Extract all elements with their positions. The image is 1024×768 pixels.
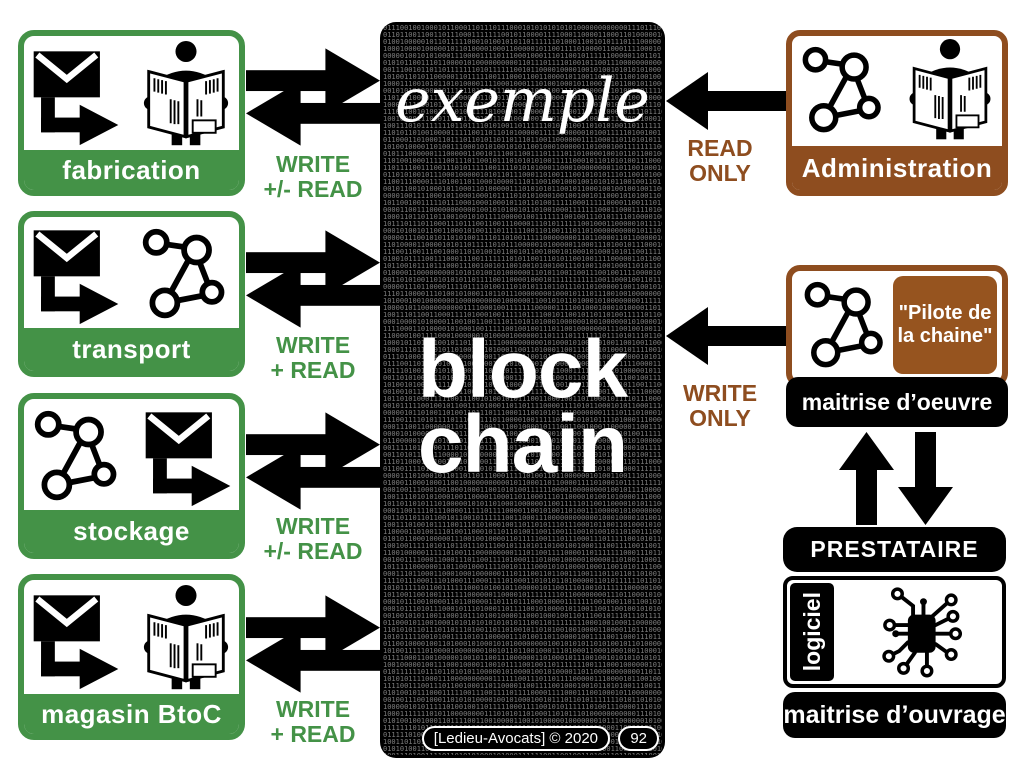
main-title-line1: block [417, 324, 628, 415]
send-message-icon [30, 42, 122, 149]
node-stockage: stockage [18, 393, 245, 559]
node-transport-icons [24, 217, 239, 328]
network-icon [798, 45, 890, 137]
node-administration-label: Administration [801, 152, 993, 183]
access-line1: WRITE [275, 513, 351, 539]
chip-icon [881, 587, 962, 678]
node-stockage-icons [24, 399, 239, 510]
access-line1: READ [687, 135, 753, 161]
access-label-administration: READ ONLY [664, 136, 776, 186]
both-ways-arrow [246, 595, 380, 693]
node-administration-band: Administration [792, 146, 1002, 190]
node-transport-label: transport [72, 334, 191, 364]
send-message-icon [142, 403, 234, 510]
ouvrage-label-pill: maitrise d’ouvrage [783, 692, 1006, 738]
access-line1: WRITE [275, 696, 351, 722]
moe-label-pill: maitrise d’oeuvre [786, 377, 1008, 427]
node-fabrication-label: fabrication [62, 154, 201, 185]
node-magasin-icons [24, 580, 239, 694]
logiciel-side-band: logiciel [790, 583, 834, 681]
column-main-title: block chain [380, 324, 665, 491]
both-ways-arrow [246, 412, 380, 510]
node-stockage-label: stockage [73, 516, 190, 546]
logiciel-box: logiciel [783, 576, 1006, 688]
node-magasin-label: magasin BtoC [41, 698, 222, 729]
access-line2: + READ [270, 720, 356, 747]
send-message-icon [30, 586, 122, 693]
logiciel-label: logiciel [798, 592, 825, 672]
access-label-moe: WRITE ONLY [664, 381, 776, 431]
page-number-pill: 92 [618, 726, 659, 751]
network-icon [138, 227, 234, 323]
credit-pill: [Ledieu-Avocats] © 2020 [421, 726, 610, 751]
node-transport: transport [18, 211, 245, 377]
node-transport-band: transport [24, 328, 239, 371]
read-only-arrow [666, 72, 786, 130]
write-only-arrow [666, 307, 786, 365]
access-line2: ONLY [689, 159, 751, 186]
pilote-badge: "Pilote de la chaine" [893, 276, 997, 374]
node-magasin-band: magasin BtoC [24, 694, 239, 734]
chip-wrap [837, 580, 1002, 684]
network-icon [800, 280, 892, 372]
binary-texture: 0111001001000101100011011101110001010101… [383, 25, 662, 755]
both-ways-arrow [246, 48, 380, 146]
main-title-line2: chain [417, 399, 628, 491]
access-label-stockage: WRITE +/- READ [243, 514, 383, 564]
access-line2: +/- READ [263, 537, 363, 564]
newspaper-reader-icon [141, 40, 230, 147]
access-label-transport: WRITE + READ [243, 333, 383, 383]
node-administration-icons [792, 36, 1002, 146]
access-label-fabrication: WRITE +/- READ [243, 152, 383, 202]
blockchain-column: 0111001001000101100011011101110001010101… [380, 22, 665, 758]
access-line1: WRITE [275, 151, 351, 177]
access-line1: WRITE [275, 332, 351, 358]
node-fabrication-band: fabrication [24, 150, 239, 190]
column-script-title: exemple [395, 66, 650, 136]
node-administration: Administration [786, 30, 1008, 196]
network-icon [30, 409, 126, 505]
node-magasin-btoc: magasin BtoC [18, 574, 245, 740]
access-label-magasin: WRITE + READ [243, 697, 383, 747]
access-line2: ONLY [689, 404, 751, 431]
newspaper-reader-icon [141, 584, 230, 691]
send-message-icon [30, 221, 122, 328]
node-stockage-band: stockage [24, 510, 239, 553]
prestataire-pill: PRESTATAIRE [783, 527, 1006, 572]
access-line2: +/- READ [263, 175, 363, 202]
access-line2: + READ [270, 356, 356, 383]
node-fabrication-icons [24, 36, 239, 150]
both-ways-arrow [246, 230, 380, 328]
node-moe: "Pilote de la chaine" [786, 265, 1008, 387]
arrow-up [839, 432, 894, 525]
node-fabrication: fabrication [18, 30, 245, 196]
access-line1: WRITE [682, 380, 758, 406]
arrow-down [898, 432, 953, 525]
newspaper-reader-icon [908, 38, 992, 141]
